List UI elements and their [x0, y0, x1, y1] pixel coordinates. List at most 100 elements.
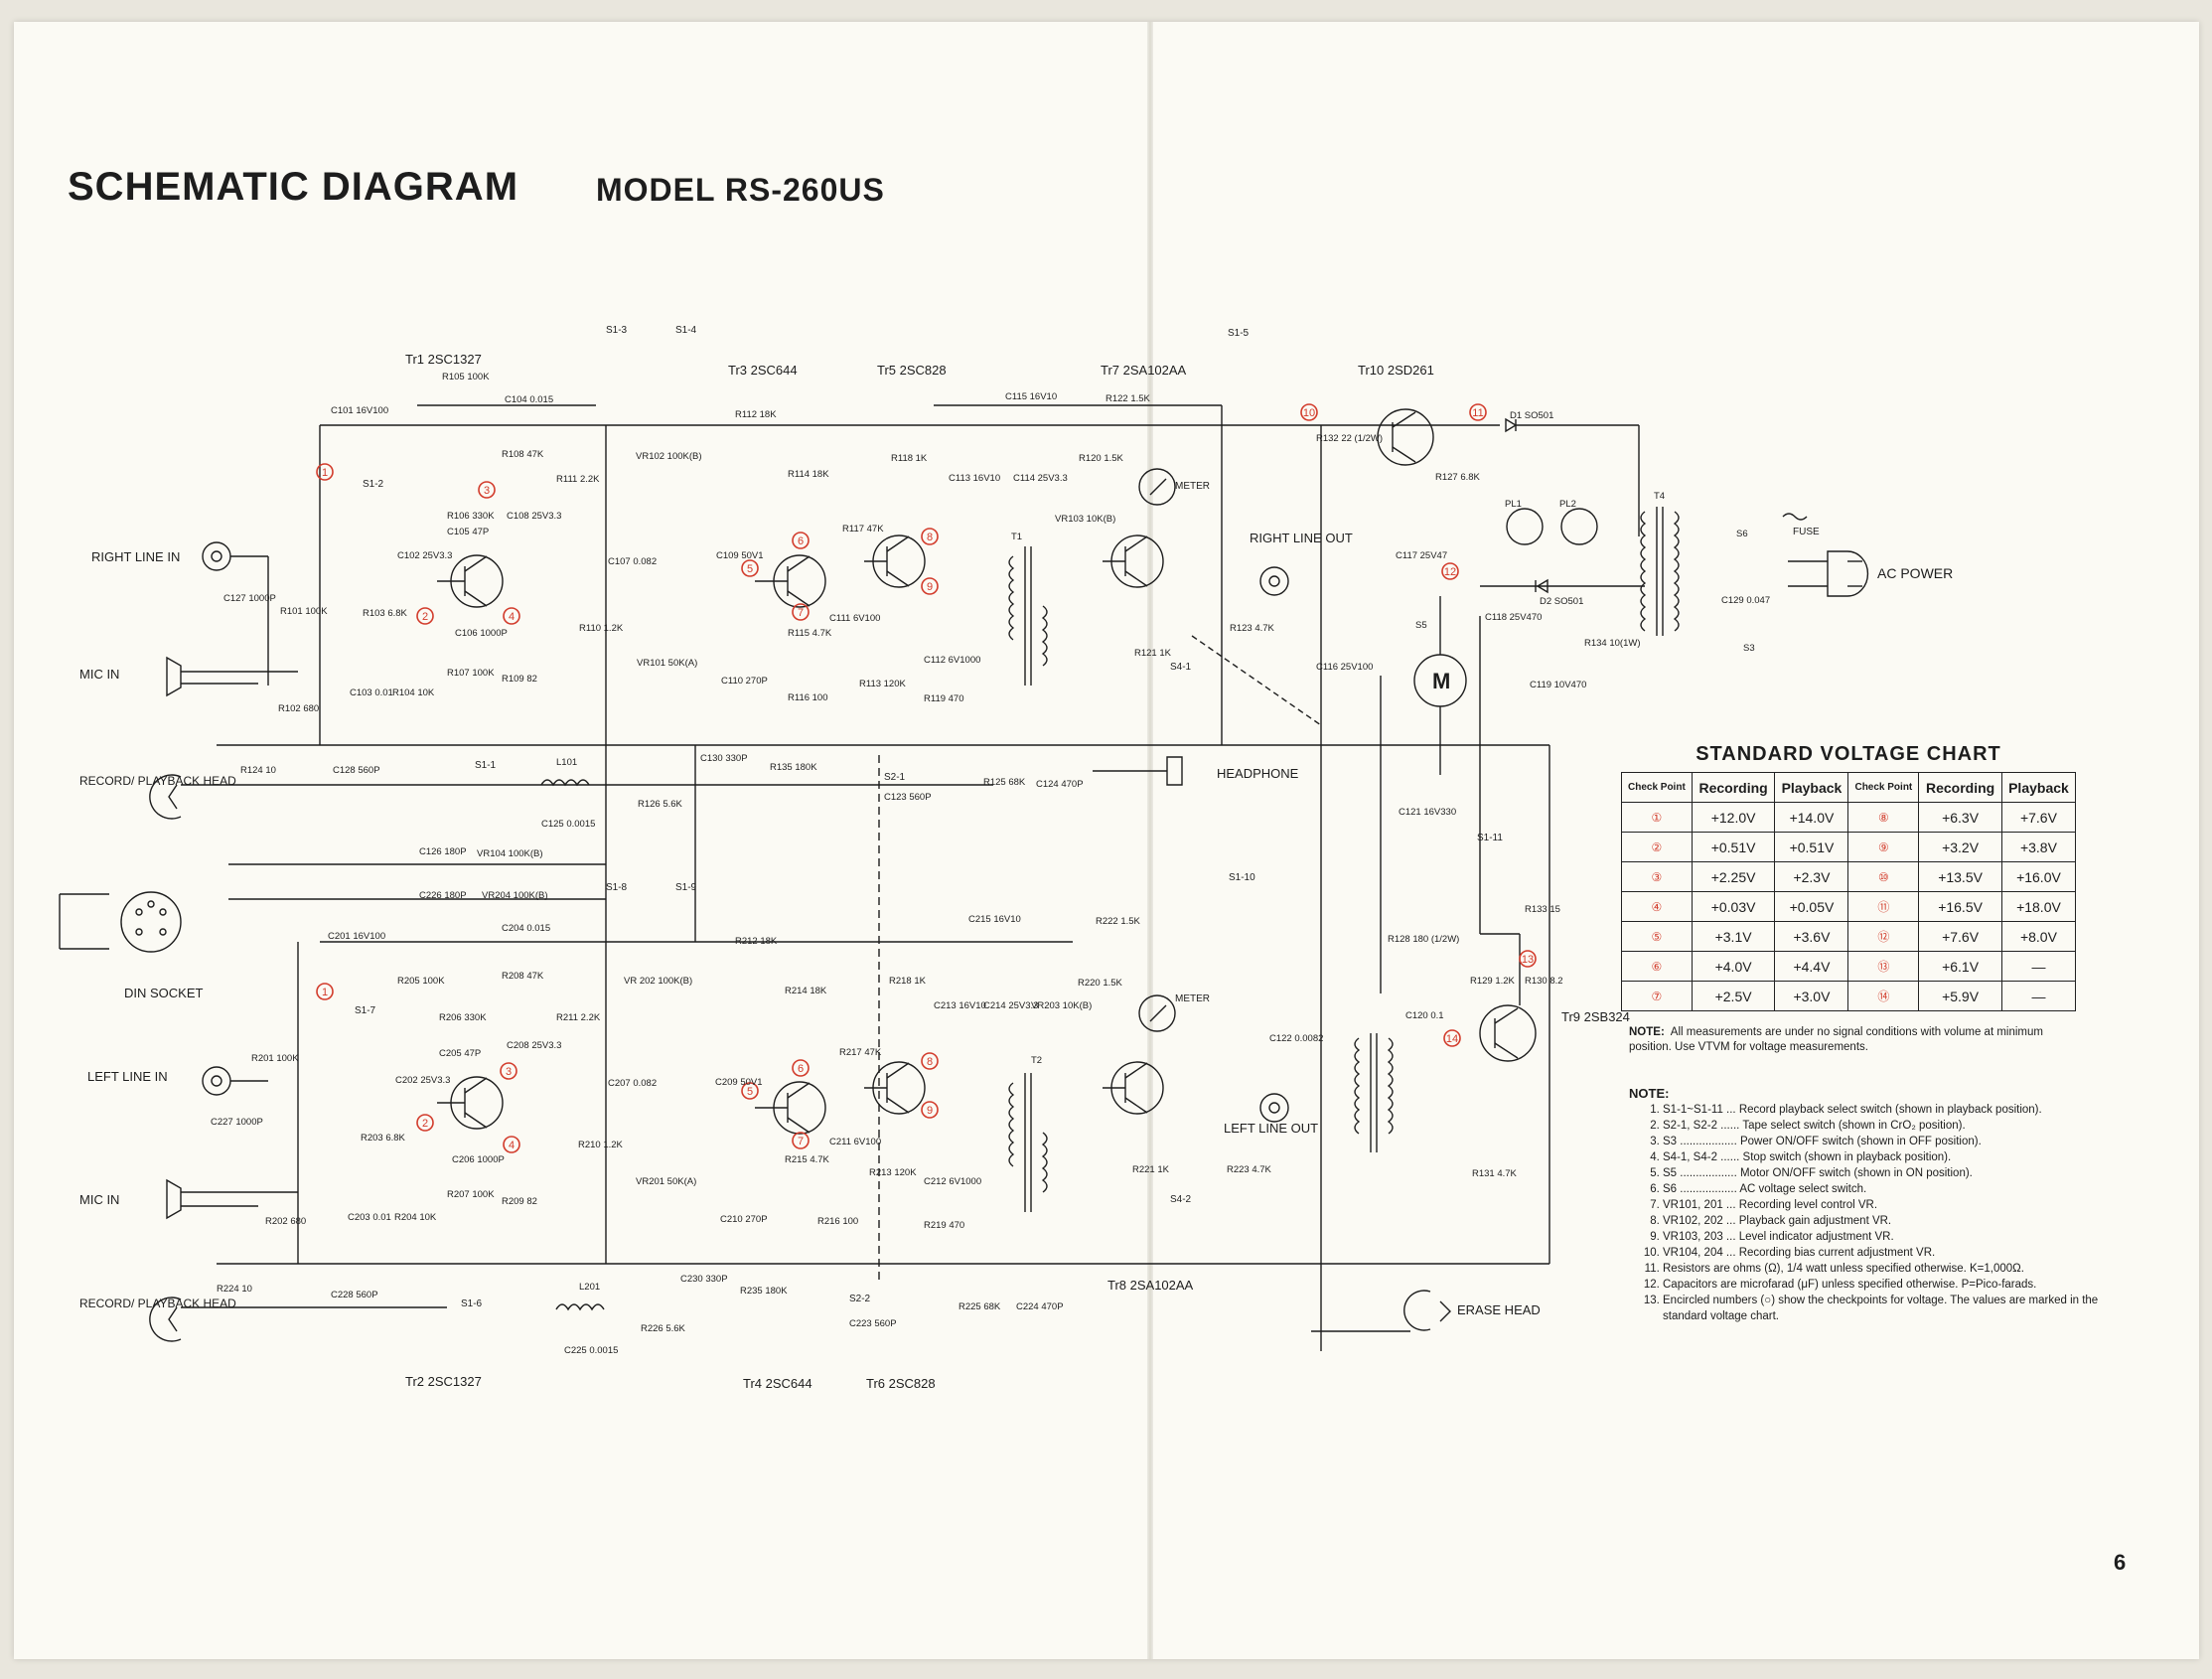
headphone-jack [1166, 756, 1183, 786]
r201-label: R201 100K [251, 1053, 299, 1064]
c123-label: C123 560P [884, 792, 932, 803]
list-item: Encircled numbers (○) show the checkpoin… [1663, 1293, 2106, 1324]
svg-text:3: 3 [506, 1066, 512, 1078]
table-cell: +7.6V [2000, 802, 2077, 833]
r101-label: R101 100K [280, 606, 328, 617]
r208-label: R208 47K [502, 971, 544, 982]
s4-1-label: S4-1 [1170, 662, 1192, 673]
left-line-in-label: LEFT LINE IN [87, 1069, 168, 1084]
l201-coil [555, 1303, 605, 1311]
r115-label: R115 4.7K [788, 628, 832, 639]
r235-label: R235 180K [740, 1286, 788, 1297]
c121-label: C121 16V330 [1399, 807, 1456, 818]
svg-text:9: 9 [927, 581, 933, 593]
fuse-label: FUSE [1793, 527, 1820, 537]
din-socket-label: DIN SOCKET [124, 986, 204, 1000]
c213-label: C213 16V10 [934, 1000, 986, 1011]
c101-label: C101 16V100 [331, 405, 388, 416]
c120-label: C120 0.1 [1405, 1010, 1444, 1021]
r225-label: R225 68K [959, 1301, 1001, 1312]
record-head-bottom-label: RECORD/ PLAYBACK HEAD [79, 1297, 236, 1310]
c110-label: C110 270P [721, 676, 768, 687]
table-cell: +3.6V [1774, 921, 1849, 952]
list-item: S6 .................. AC voltage select … [1663, 1181, 2106, 1197]
table-cell: — [2000, 981, 2077, 1011]
t2-transformer [1008, 1073, 1048, 1212]
vr201-label: VR201 50K(A) [636, 1176, 696, 1187]
c124-label: C124 470P [1036, 779, 1084, 790]
r111-label: R111 2.2K [556, 474, 600, 485]
r106-label: R106 330K [447, 511, 495, 522]
s1-8-label: S1-8 [606, 882, 628, 893]
voltage-chart-title: STANDARD VOLTAGE CHART [1696, 743, 2001, 765]
c104-label: C104 0.015 [505, 394, 553, 405]
page-number: 6 [2114, 1550, 2127, 1575]
r116-label: R116 100 [788, 692, 828, 703]
vr203-label: VR203 10K(B) [1031, 1000, 1092, 1011]
checkpoint-cell: ⑦ [1621, 981, 1693, 1011]
vr103-label: VR103 10K(B) [1055, 514, 1115, 525]
r205-label: R205 100K [397, 976, 445, 987]
c204-label: C204 0.015 [502, 923, 550, 934]
r206-label: R206 330K [439, 1012, 487, 1023]
t1-label: T1 [1011, 532, 1022, 542]
r224-label: R224 10 [217, 1284, 252, 1295]
meter-top [1138, 468, 1176, 506]
r210-label: R210 1.2K [578, 1140, 624, 1150]
vr204-label: VR204 100K(B) [482, 890, 548, 901]
s2-1-label: S2-1 [884, 772, 906, 783]
tr5-label: Tr5 2SC828 [877, 363, 947, 378]
list-item: VR103, 203 ... Level indicator adjustmen… [1663, 1229, 2106, 1245]
tr4-label: Tr4 2SC644 [743, 1376, 812, 1391]
r133-label: R133 15 [1525, 904, 1560, 915]
tr7-label: Tr7 2SA102AA [1101, 363, 1187, 378]
r218-label: R218 1K [889, 976, 927, 987]
table-cell: +16.5V [1918, 891, 2002, 922]
erase-head [1403, 1290, 1431, 1331]
tr3-label: Tr3 2SC644 [728, 363, 798, 378]
c111-label: C111 6V100 [829, 613, 880, 624]
t1-transformer [1008, 546, 1048, 686]
r104-label: R104 10K [392, 687, 435, 698]
r121-label: R121 1K [1134, 648, 1172, 659]
record-head-top-label: RECORD/ PLAYBACK HEAD [79, 774, 236, 788]
c103-label: C103 0.01 [350, 687, 393, 698]
headphone-label: HEADPHONE [1217, 766, 1299, 781]
meter-top-label: METER [1175, 481, 1210, 492]
model-title: MODEL RS-260US [596, 172, 885, 208]
c118-label: C118 25V470 [1485, 612, 1542, 623]
c223-label: C223 560P [849, 1318, 897, 1329]
c113-label: C113 16V10 [949, 473, 1000, 484]
d2-label: D2 SO501 [1540, 596, 1583, 607]
svg-text:9: 9 [927, 1105, 933, 1117]
r126-label: R126 5.6K [638, 799, 683, 810]
t4-label: T4 [1654, 491, 1665, 502]
table-row: ④ +0.03V +0.05V ⑪ +16.5V +18.0V [1621, 891, 2077, 922]
c129-label: C129 0.047 [1721, 595, 1770, 606]
checkpoint-cell: ⑥ [1621, 951, 1693, 982]
c227-label: C227 1000P [211, 1117, 263, 1128]
l201-label: L201 [579, 1282, 600, 1293]
r117-label: R117 47K [842, 524, 884, 534]
c102-label: C102 25V3.3 [397, 550, 452, 561]
table-row: ③ +2.25V +2.3V ⑩ +13.5V +16.0V [1621, 861, 2077, 892]
mic-in-top-label: MIC IN [79, 667, 119, 682]
checkpoint-cell: ⑩ [1847, 861, 1920, 892]
svg-text:5: 5 [747, 563, 753, 575]
table-cell: +6.3V [1918, 802, 2002, 833]
table-row: ⑤ +3.1V +3.6V ⑫ +7.6V +8.0V [1621, 921, 2077, 952]
c205-label: C205 47P [439, 1048, 481, 1059]
c226-label: C226 180P [419, 890, 467, 901]
c114-label: C114 25V3.3 [1013, 473, 1068, 484]
checkpoint-cell: ④ [1621, 891, 1693, 922]
mic-in-bottom-jack [166, 1178, 182, 1220]
checkpoint-cell: ⑪ [1847, 891, 1920, 922]
meter-bottom-label: METER [1175, 993, 1210, 1004]
notes-section: NOTE: S1-1~S1-11 ... Record playback sel… [1629, 1086, 2106, 1324]
record-head-top [149, 774, 182, 820]
tr2-label: Tr2 2SC1327 [405, 1374, 482, 1389]
svg-text:10: 10 [1303, 407, 1315, 419]
table-cell: +0.05V [1774, 891, 1849, 922]
c128-label: C128 560P [333, 765, 380, 776]
